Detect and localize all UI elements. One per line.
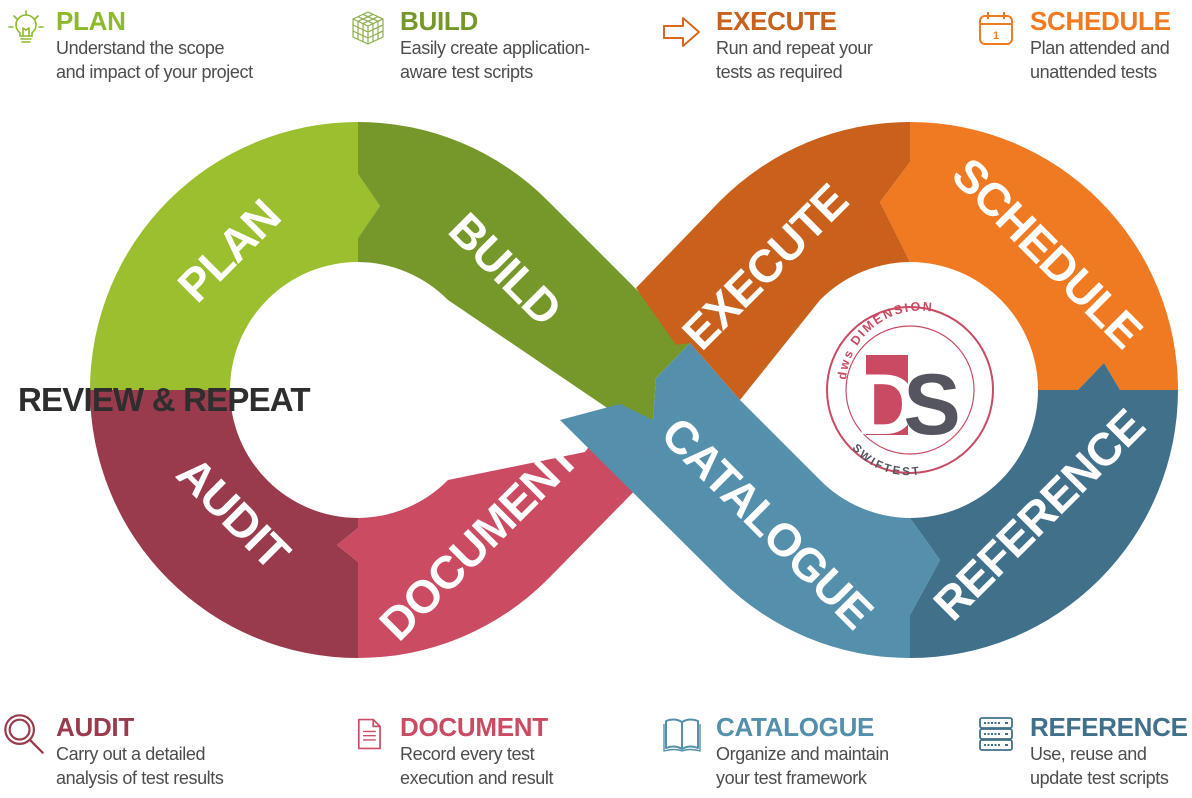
segment-build (358, 122, 690, 420)
card-desc-execute-1: Run and repeat your (716, 38, 873, 58)
cube-grid-icon (352, 11, 384, 45)
segment-catalogue (560, 343, 940, 658)
review-repeat-label: REVIEW & REPEAT (18, 381, 311, 418)
card-desc-reference-2: update test scripts (1030, 768, 1169, 788)
calendar-day-number: 1 (993, 30, 999, 42)
card-desc-execute-2: tests as required (716, 62, 843, 82)
card-title-schedule: SCHEDULE (1030, 6, 1171, 36)
card-desc-document-1: Record every test (400, 744, 535, 764)
lightbulb-icon (8, 10, 44, 43)
card-title-reference: REFERENCE (1030, 712, 1188, 742)
logo-letter-s: S (903, 357, 960, 453)
card-title-document: DOCUMENT (400, 712, 548, 742)
swiftest-logo: D S dws DIMENSION SWIFTEST (800, 280, 1020, 500)
card-title-audit: AUDIT (56, 712, 134, 742)
calendar-icon: 1 (979, 12, 1013, 45)
card-catalogue: CATALOGUE Organize and maintain your tes… (663, 712, 926, 790)
card-execute: EXECUTE Run and repeat your tests as req… (663, 6, 926, 84)
card-audit: AUDIT Carry out a detailed analysis of t… (4, 712, 276, 790)
card-build: BUILD Easily create application- aware t… (352, 6, 630, 84)
segment-document (337, 404, 660, 658)
open-book-icon (663, 718, 701, 752)
card-desc-document-2: execution and result (400, 768, 554, 788)
card-desc-build-2: aware test scripts (400, 62, 533, 82)
segment-execute (636, 122, 910, 400)
arrow-right-icon (663, 17, 700, 47)
card-title-plan: PLAN (56, 6, 126, 36)
logo-letter-d: D (856, 357, 918, 453)
card-desc-build-1: Easily create application- (400, 38, 590, 58)
document-icon (357, 718, 381, 750)
card-plan: PLAN Understand the scope and impact of … (8, 6, 296, 84)
card-title-build: BUILD (400, 6, 478, 36)
card-desc-schedule-1: Plan attended and (1030, 38, 1170, 58)
card-desc-audit-1: Carry out a detailed (56, 744, 206, 764)
card-desc-catalogue-1: Organize and maintain (716, 744, 889, 764)
card-title-execute: EXECUTE (716, 6, 837, 36)
magnifier-icon (4, 714, 44, 754)
server-icon (979, 717, 1013, 751)
card-document: DOCUMENT Record every test execution and… (357, 712, 600, 790)
card-desc-reference-1: Use, reuse and (1030, 744, 1147, 764)
segment-audit (90, 390, 358, 658)
segment-reference (910, 363, 1178, 658)
segment-schedule (880, 122, 1178, 390)
card-reference: REFERENCE Use, reuse and update test scr… (979, 712, 1190, 790)
card-schedule: 1 SCHEDULE Plan attended and unattended … (979, 6, 1190, 84)
card-desc-plan-2: and impact of your project (56, 62, 253, 82)
card-desc-plan-1: Understand the scope (56, 38, 225, 58)
segment-plan (90, 122, 380, 390)
card-desc-catalogue-2: your test framework (716, 768, 867, 788)
card-desc-schedule-2: unattended tests (1030, 62, 1157, 82)
card-desc-audit-2: analysis of test results (56, 768, 224, 788)
card-title-catalogue: CATALOGUE (716, 712, 875, 742)
